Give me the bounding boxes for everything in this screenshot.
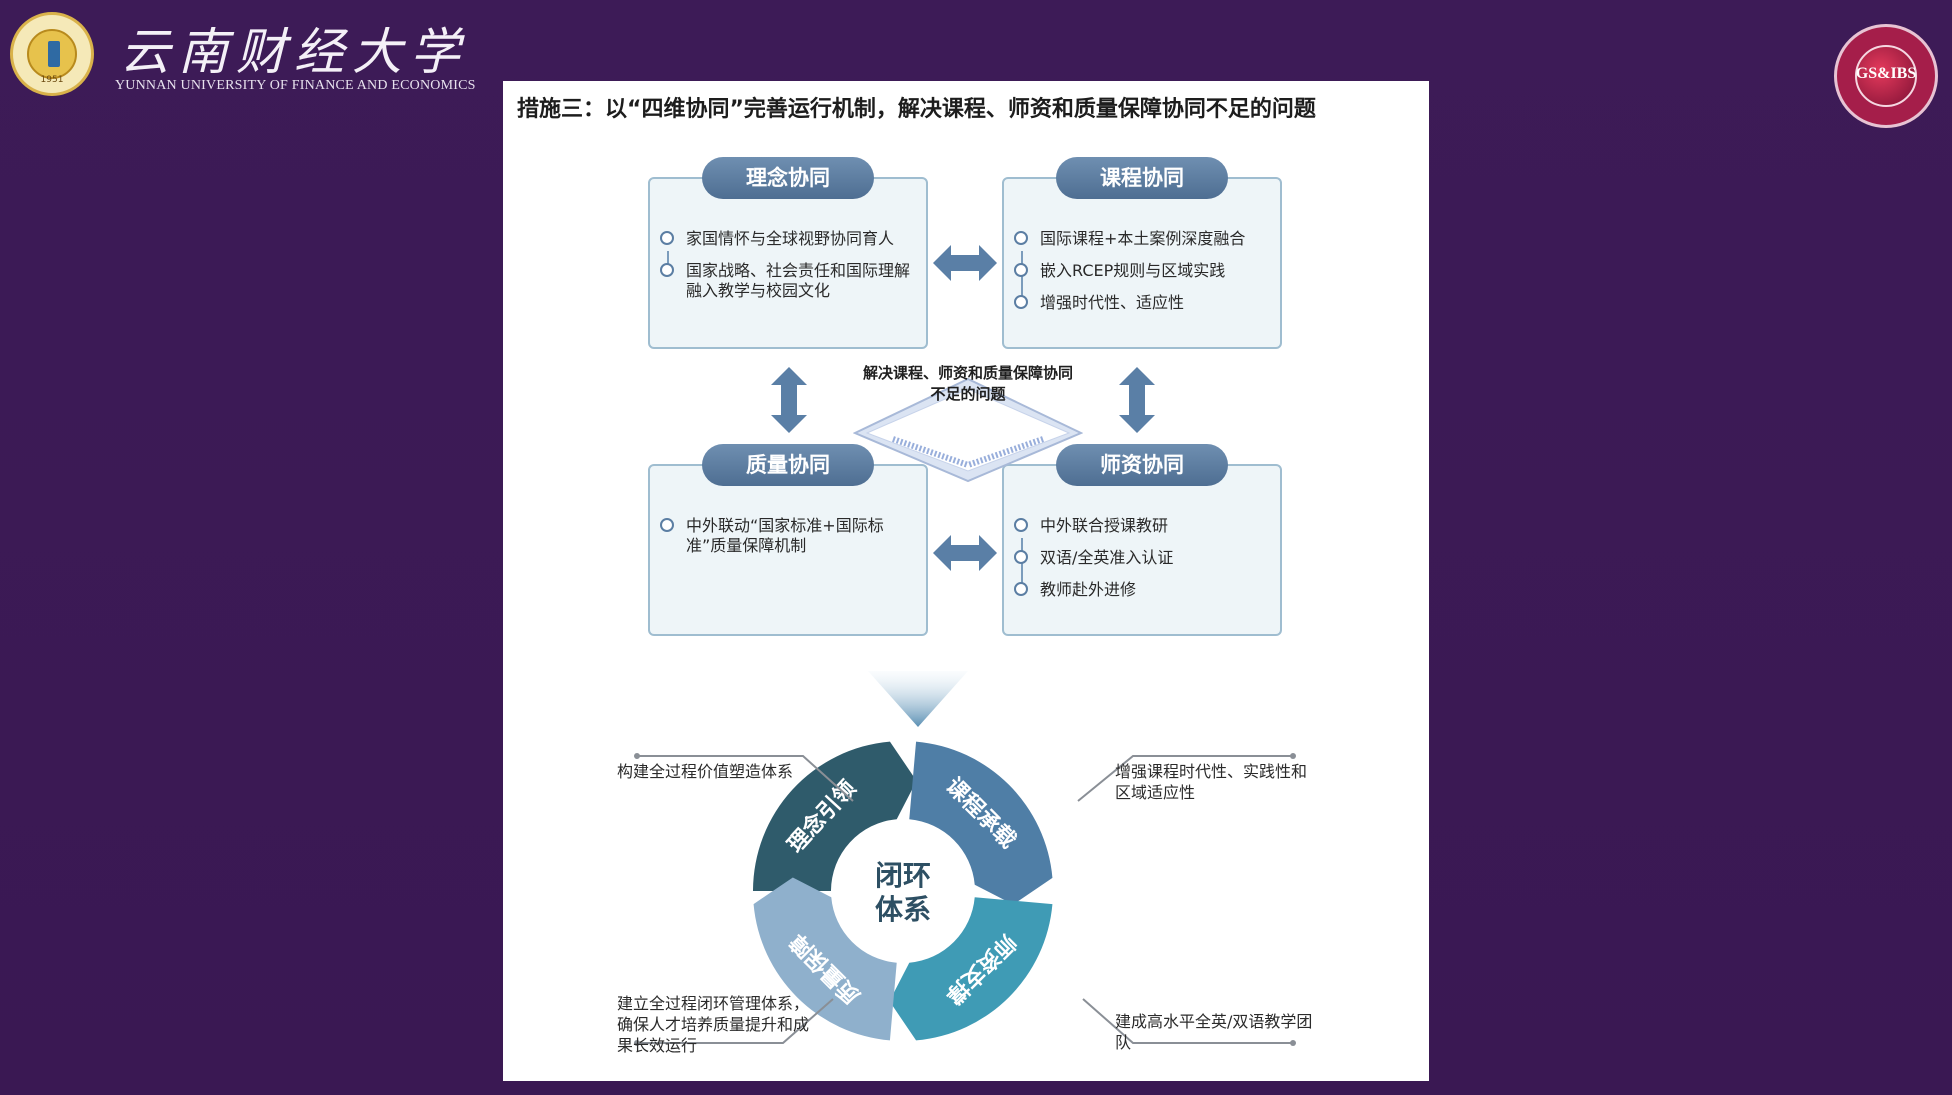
card-quality: 质量协同 中外联动“国家标准+国际标准”质量保障机制: [648, 444, 928, 636]
cycle-segment: [889, 897, 1053, 1041]
gs-ibs-logo: GS&IBS: [1834, 24, 1938, 128]
double-arrow-vertical-right-icon: [1119, 367, 1155, 433]
cycle-segment: [753, 741, 917, 891]
gs-ibs-logo-text: GS&IBS: [1855, 65, 1917, 82]
down-chevron-icon: [868, 671, 968, 727]
globe-icon: [1855, 45, 1917, 107]
content-panel: 措施三：以“四维协同”完善运行机制，解决课程、师资和质量保障协同不足的问题 理念…: [503, 81, 1429, 1081]
cycle-center-label: 体系: [875, 893, 931, 926]
card-curriculum-item: 增强时代性、适应性: [1014, 293, 1272, 313]
closed-loop-cycle: 理念引领课程承载师资支撑质量保障闭环体系: [753, 741, 1053, 1041]
card-curriculum: 课程协同 国际课程+本土案例深度融合 嵌入RCEP规则与区域实践 增强时代性、适…: [1002, 157, 1282, 349]
cycle-segment: [909, 741, 1053, 905]
connector-lines: [634, 753, 1296, 1046]
card-curriculum-item: 国际课程+本土案例深度融合: [1014, 229, 1272, 249]
cycle-center-label: 闭环: [875, 859, 931, 892]
card-faculty-head: 师资协同: [1056, 444, 1228, 486]
card-faculty: 师资协同 中外联合授课教研 双语/全英准入认证 教师赴外进修: [1002, 444, 1282, 636]
label-curriculum-adaptability: 增强课程时代性、实践性和区域适应性: [1115, 762, 1308, 802]
label-value-shaping: 构建全过程价值塑造体系: [617, 762, 794, 781]
double-arrow-vertical-left-icon: [771, 367, 807, 433]
card-quality-head: 质量协同: [702, 444, 874, 486]
card-quality-item: 中外联动“国家标准+国际标准”质量保障机制: [660, 516, 918, 556]
card-faculty-item: 双语/全英准入认证: [1014, 548, 1272, 568]
double-arrow-horizontal-top-icon: [933, 245, 997, 281]
card-curriculum-item: 嵌入RCEP规则与区域实践: [1014, 261, 1272, 281]
university-name-cn: 云南财经大学: [120, 23, 468, 81]
university-name-en: YUNNAN UNIVERSITY OF FINANCE AND ECONOMI…: [115, 78, 476, 93]
card-concept: 理念协同 家国情怀与全球视野协同育人 国家战略、社会责任和国际理解融入教学与校园…: [648, 157, 928, 349]
center-problem-box: 解决课程、师资和质量保障协同不足的问题: [853, 363, 1083, 483]
label-closed-loop-management: 建立全过程闭环管理体系，确保人才培养质量提升和成果长效运行: [617, 994, 810, 1055]
logo-year: 1951: [40, 75, 64, 85]
tower-icon: [48, 41, 60, 67]
double-arrow-horizontal-bottom-icon: [933, 535, 997, 571]
center-platform-icon: [853, 377, 1083, 483]
card-curriculum-head: 课程协同: [1056, 157, 1228, 199]
slide-title: 措施三：以“四维协同”完善运行机制，解决课程、师资和质量保障协同不足的问题: [517, 97, 1316, 122]
center-problem-label: 解决课程、师资和质量保障协同不足的问题: [863, 364, 1074, 403]
card-faculty-item: 中外联合授课教研: [1014, 516, 1272, 536]
label-bilingual-team: 建成高水平全英/双语教学团队: [1115, 1012, 1313, 1052]
card-concept-item: 国家战略、社会责任和国际理解融入教学与校园文化: [660, 261, 918, 301]
card-concept-head: 理念协同: [702, 157, 874, 199]
university-logo: 1951: [10, 12, 94, 96]
card-concept-item: 家国情怀与全球视野协同育人: [660, 229, 918, 249]
card-faculty-item: 教师赴外进修: [1014, 580, 1272, 600]
cycle-segment: [753, 877, 897, 1041]
cycle-center-circle: [835, 823, 971, 959]
